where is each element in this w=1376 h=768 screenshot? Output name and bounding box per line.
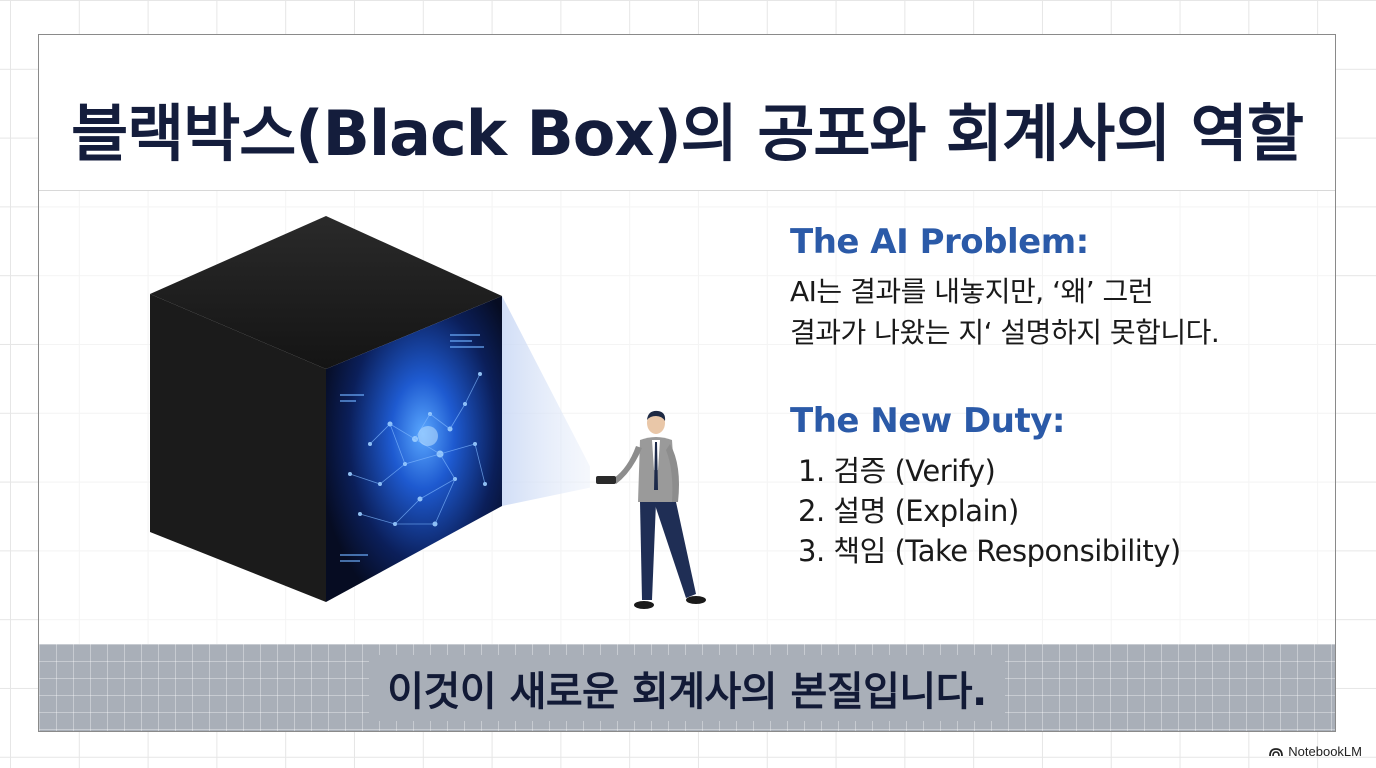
brand-watermark: NotebookLM xyxy=(1269,744,1362,759)
text-column: The AI Problem: AI는 결과를 내놓지만, ‘왜’ 그런 결과가… xyxy=(790,222,1310,571)
title-band: 블랙박스(Black Box)의 공포와 회계사의 역할 xyxy=(39,35,1335,191)
ai-problem-heading: The AI Problem: xyxy=(790,222,1089,262)
man-with-flashlight-illustration xyxy=(592,410,712,615)
duty-item-explain: 2. 설명 (Explain) xyxy=(798,494,1019,529)
duty-item-responsibility: 3. 책임 (Take Responsibility) xyxy=(798,534,1181,569)
footer-band: 이것이 새로운 회계사의 본질입니다. xyxy=(39,644,1335,731)
ai-problem-text: AI는 결과를 내놓지만, ‘왜’ 그런 결과가 나왔는 지‘ 설명하지 못합니… xyxy=(790,272,1310,353)
notebooklm-logo-icon xyxy=(1269,747,1284,756)
footer-statement: 이것이 새로운 회계사의 본질입니다. xyxy=(387,668,987,715)
slide-title: 블랙박스(Black Box)의 공포와 회계사의 역할 xyxy=(71,97,1304,170)
duty-list: 1. 검증 (Verify) 2. 설명 (Explain) 3. 책임 (Ta… xyxy=(790,451,1310,571)
duty-item-verify: 1. 검증 (Verify) xyxy=(798,454,996,489)
new-duty-heading: The New Duty: xyxy=(790,401,1066,442)
footer-inner: 이것이 새로운 회계사의 본질입니다. xyxy=(369,654,1005,721)
brand-label: NotebookLM xyxy=(1288,744,1362,759)
ai-problem-line-1: AI는 결과를 내놓지만, ‘왜’ 그런 xyxy=(790,275,1154,308)
black-box-cube-illustration xyxy=(150,214,590,604)
ai-problem-line-2: 결과가 나왔는 지‘ 설명하지 못합니다. xyxy=(790,315,1220,349)
